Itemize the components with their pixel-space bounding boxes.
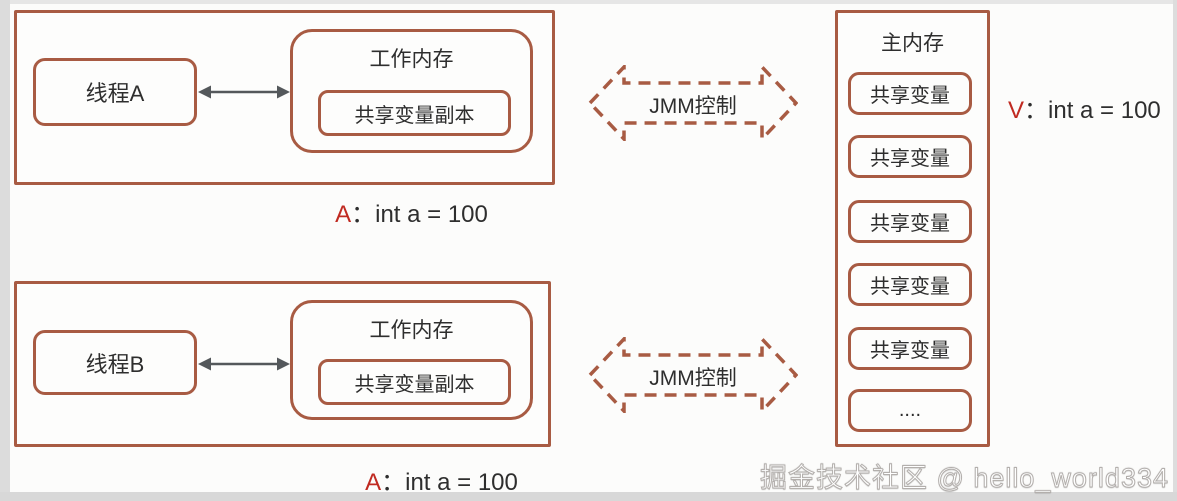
shared-variable-label: 共享变量 bbox=[870, 85, 950, 107]
jmm-control-label: JMM控制 bbox=[649, 367, 737, 390]
double-arrow-icon bbox=[198, 357, 290, 371]
thread-b-box: 线程B bbox=[33, 330, 197, 395]
main-memory-title: 主内存 bbox=[881, 32, 944, 55]
watermark-text: 掘金技术社区 @ hello_world334 bbox=[759, 463, 1169, 494]
shared-variable-slot: 共享变量 bbox=[848, 263, 972, 306]
main-memory-caption-value: ：int a = 100 bbox=[1024, 97, 1161, 124]
jmm-control-arrow-icon bbox=[588, 65, 798, 141]
thread-a-caption-var: A bbox=[335, 201, 352, 228]
working-memory-b-box: 工作内存 共享变量副本 bbox=[290, 300, 533, 420]
shared-variable-copy-a-box: 共享变量副本 bbox=[318, 90, 511, 136]
shared-variable-slot: 共享变量 bbox=[848, 72, 972, 115]
shared-variable-label: 共享变量 bbox=[870, 148, 950, 170]
shared-variable-copy-b-label: 共享变量副本 bbox=[354, 373, 475, 396]
top-edge-band bbox=[0, 0, 1177, 4]
working-memory-a-title: 工作内存 bbox=[369, 48, 454, 71]
shared-variable-slot: 共享变量 bbox=[848, 135, 972, 178]
main-memory-caption-var: V bbox=[1008, 97, 1025, 124]
shared-variable-label: 共享变量 bbox=[870, 340, 950, 362]
shared-variable-copy-b-box: 共享变量副本 bbox=[318, 359, 511, 405]
jmm-control-label: JMM控制 bbox=[649, 95, 737, 118]
right-edge-band bbox=[1173, 0, 1177, 501]
working-memory-a-box: 工作内存 共享变量副本 bbox=[290, 29, 533, 153]
thread-b-label: 线程B bbox=[85, 351, 145, 377]
shared-variable-copy-a-label: 共享变量副本 bbox=[354, 104, 475, 127]
shared-variable-label: 共享变量 bbox=[870, 213, 950, 235]
shared-variable-ellipsis-slot: .... bbox=[848, 389, 972, 432]
thread-b-caption-var: A bbox=[365, 469, 382, 496]
shared-variable-slot: 共享变量 bbox=[848, 327, 972, 370]
shared-variable-label: 共享变量 bbox=[870, 276, 950, 298]
thread-a-label: 线程A bbox=[85, 81, 145, 106]
thread-a-caption-value: ：int a = 100 bbox=[351, 201, 488, 228]
bottom-edge-band bbox=[0, 492, 1177, 501]
working-memory-b-title: 工作内存 bbox=[369, 319, 454, 342]
thread-b-caption: A：int a = 100 bbox=[320, 462, 563, 497]
double-arrow-icon bbox=[198, 85, 290, 99]
thread-a-box: 线程A bbox=[33, 58, 197, 126]
ellipsis-label: .... bbox=[898, 399, 922, 421]
main-memory-caption: V：int a = 100 bbox=[1008, 90, 1161, 125]
left-edge-band bbox=[0, 0, 10, 501]
thread-a-caption: A：int a = 100 bbox=[290, 194, 533, 229]
shared-variable-slot: 共享变量 bbox=[848, 200, 972, 243]
thread-b-caption-value: ：int a = 100 bbox=[381, 469, 518, 496]
jmm-control-arrow-icon bbox=[588, 337, 798, 413]
